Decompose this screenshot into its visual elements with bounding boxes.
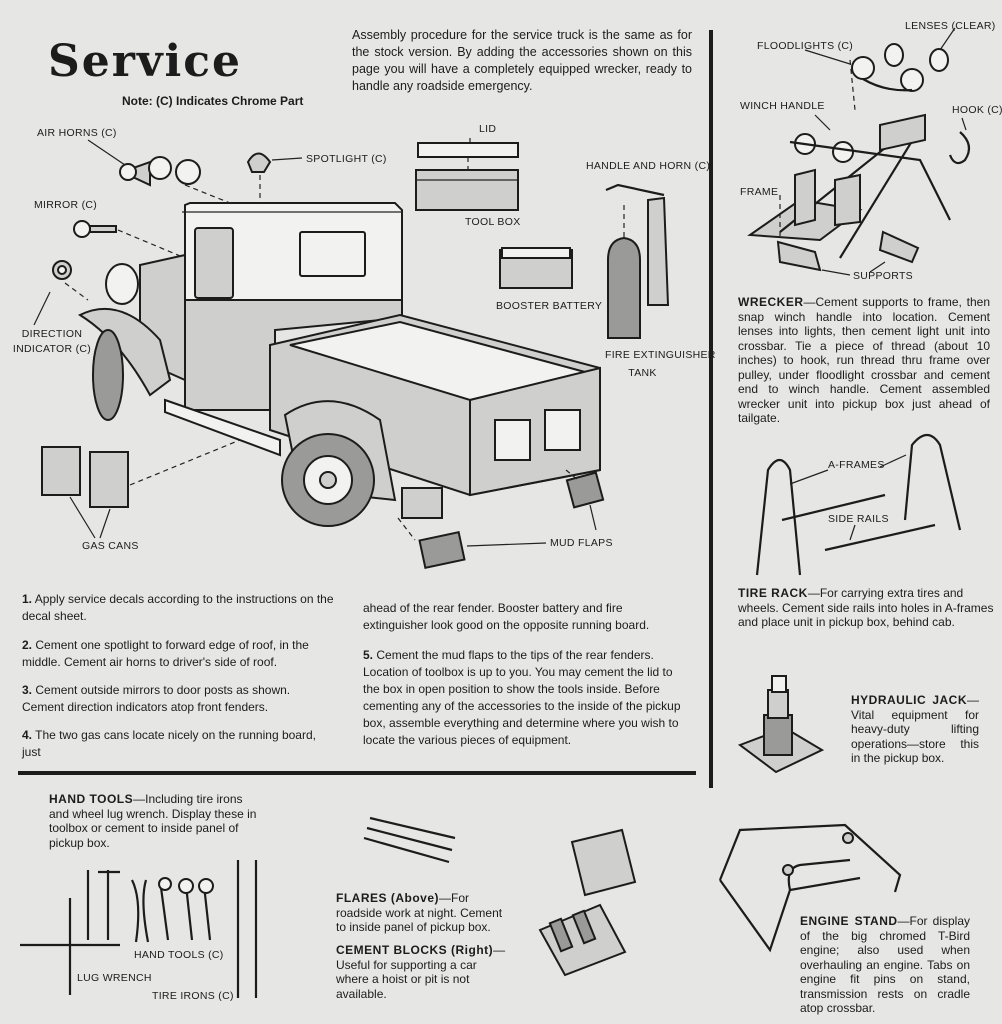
flares-description: FLARES (Above)—For roadside work at nigh…	[336, 891, 512, 935]
hand-tools-text: —Including tire irons and wheel lug wren…	[49, 792, 257, 850]
label-hook: HOOK (C)	[952, 104, 1002, 116]
step-1: 1. Apply service decals according to the…	[22, 591, 334, 625]
step-text: The two gas cans locate nicely on the ru…	[22, 728, 316, 759]
step-number: 4.	[22, 728, 33, 742]
flares-illustration	[363, 816, 456, 864]
flares-heading: FLARES (Above)	[336, 891, 439, 905]
flares-text: —For roadside work at night. Cement to i…	[336, 891, 503, 934]
direction-indicator-illustration	[33, 260, 89, 326]
hand-tools-description: HAND TOOLS—Including tire irons and whee…	[49, 792, 265, 850]
label-frame: FRAME	[740, 186, 779, 198]
label-winch-handle: WINCH HANDLE	[740, 100, 825, 112]
fire-extinguisher-illustration	[605, 183, 670, 339]
label-mud-flaps: MUD FLAPS	[550, 537, 613, 549]
cement-blocks-text: —Useful for supporting a car where a hoi…	[336, 943, 506, 1001]
label-gas-cans: GAS CANS	[82, 540, 139, 552]
label-air-horns: AIR HORNS (C)	[37, 127, 117, 139]
label-spotlight: SPOTLIGHT (C)	[306, 153, 387, 165]
tire-rack-illustration	[755, 433, 962, 576]
label-tire-irons: TIRE IRONS (C)	[152, 990, 234, 1002]
label-fire-extinguisher-2: TANK	[628, 367, 657, 379]
label-mirror: MIRROR (C)	[34, 199, 98, 211]
label-lenses: LENSES (CLEAR)	[905, 20, 996, 32]
hydraulic-jack-heading: HYDRAULIC JACK	[851, 693, 967, 707]
step-5: 5. Cement the mud flaps to the tips of t…	[363, 647, 681, 749]
air-horns-illustration	[87, 139, 236, 206]
gas-cans-illustration	[41, 439, 241, 539]
tire-rack-text: —For carrying extra tires and wheels. Ce…	[738, 586, 994, 629]
step-3: 3. Cement outside mirrors to door posts …	[22, 682, 334, 716]
spotlight-illustration	[246, 152, 303, 203]
cement-blocks-heading: CEMENT BLOCKS (Right)	[336, 943, 494, 957]
label-direction-indicator-1: DIRECTION	[21, 328, 83, 340]
label-direction-indicator-2: INDICATOR (C)	[12, 343, 92, 355]
hand-tools-heading: HAND TOOLS	[49, 792, 134, 806]
step-number: 1.	[22, 592, 33, 606]
wrecker-heading: WRECKER	[738, 295, 804, 309]
step-2: 2. Cement one spotlight to forward edge …	[22, 637, 334, 671]
step-text: Cement the mud flaps to the tips of the …	[363, 648, 681, 747]
tire-rack-heading: TIRE RACK	[738, 586, 808, 600]
wrecker-illustration	[747, 27, 971, 276]
mud-flaps-illustration	[397, 469, 605, 570]
step-text: Cement outside mirrors to door posts as …	[22, 683, 291, 714]
horizontal-divider	[18, 771, 696, 775]
mirror-illustration	[73, 220, 186, 259]
step-text: ahead of the rear fender. Booster batter…	[363, 601, 650, 632]
step-4-continued: ahead of the rear fender. Booster batter…	[363, 600, 681, 634]
step-text: Apply service decals according to the in…	[22, 592, 334, 623]
label-supports: SUPPORTS	[853, 270, 913, 282]
step-text: Cement one spotlight to forward edge of …	[22, 638, 309, 669]
booster-battery-illustration	[499, 247, 573, 289]
label-handle-and-horn: HANDLE AND HORN (C)	[586, 160, 711, 172]
step-4: 4. The two gas cans locate nicely on the…	[22, 727, 334, 761]
pickup-truck-illustration	[77, 202, 601, 527]
label-booster-battery: BOOSTER BATTERY	[496, 300, 603, 312]
hydraulic-jack-text: —Vital equipment for heavy-duty lifting …	[851, 693, 979, 765]
wrecker-text: —Cement supports to frame, then snap win…	[738, 295, 990, 425]
page-title: Service	[48, 36, 243, 87]
tire-rack-description: TIRE RACK—For carrying extra tires and w…	[738, 586, 994, 630]
chrome-note: Note: (C) Indicates Chrome Part	[122, 94, 304, 108]
step-number: 2.	[22, 638, 33, 652]
step-number: 5.	[363, 648, 374, 662]
label-side-rails: SIDE RAILS	[828, 513, 889, 525]
label-hand-tools: HAND TOOLS (C)	[134, 949, 224, 961]
engine-stand-description: ENGINE STAND—For display of the big chro…	[800, 914, 970, 1016]
wrecker-description: WRECKER—Cement supports to frame, then s…	[738, 295, 990, 426]
cement-blocks-description: CEMENT BLOCKS (Right)—Useful for support…	[336, 943, 512, 1001]
hydraulic-jack-description: HYDRAULIC JACK—Vital equipment for heavy…	[851, 693, 979, 766]
label-tool-box: TOOL BOX	[465, 216, 521, 228]
label-fire-extinguisher-1: FIRE EXTINGUISHER	[605, 349, 716, 361]
cement-blocks-illustration	[538, 828, 637, 977]
step-number: 3.	[22, 683, 33, 697]
label-lid: LID	[479, 123, 497, 135]
engine-stand-illustration	[718, 823, 902, 953]
intro-paragraph: Assembly procedure for the service truck…	[352, 28, 692, 93]
hydraulic-jack-illustration	[737, 675, 825, 774]
label-lug-wrench: LUG WRENCH	[77, 972, 152, 984]
label-floodlights: FLOODLIGHTS (C)	[757, 40, 854, 52]
hand-tools-illustration	[20, 860, 258, 998]
engine-stand-text: —For display of the big chromed T-Bird e…	[800, 914, 970, 1015]
vertical-divider	[709, 30, 713, 788]
engine-stand-heading: ENGINE STAND	[800, 914, 898, 928]
label-a-frames: A-FRAMES	[828, 459, 885, 471]
tool-box-illustration	[415, 138, 519, 211]
